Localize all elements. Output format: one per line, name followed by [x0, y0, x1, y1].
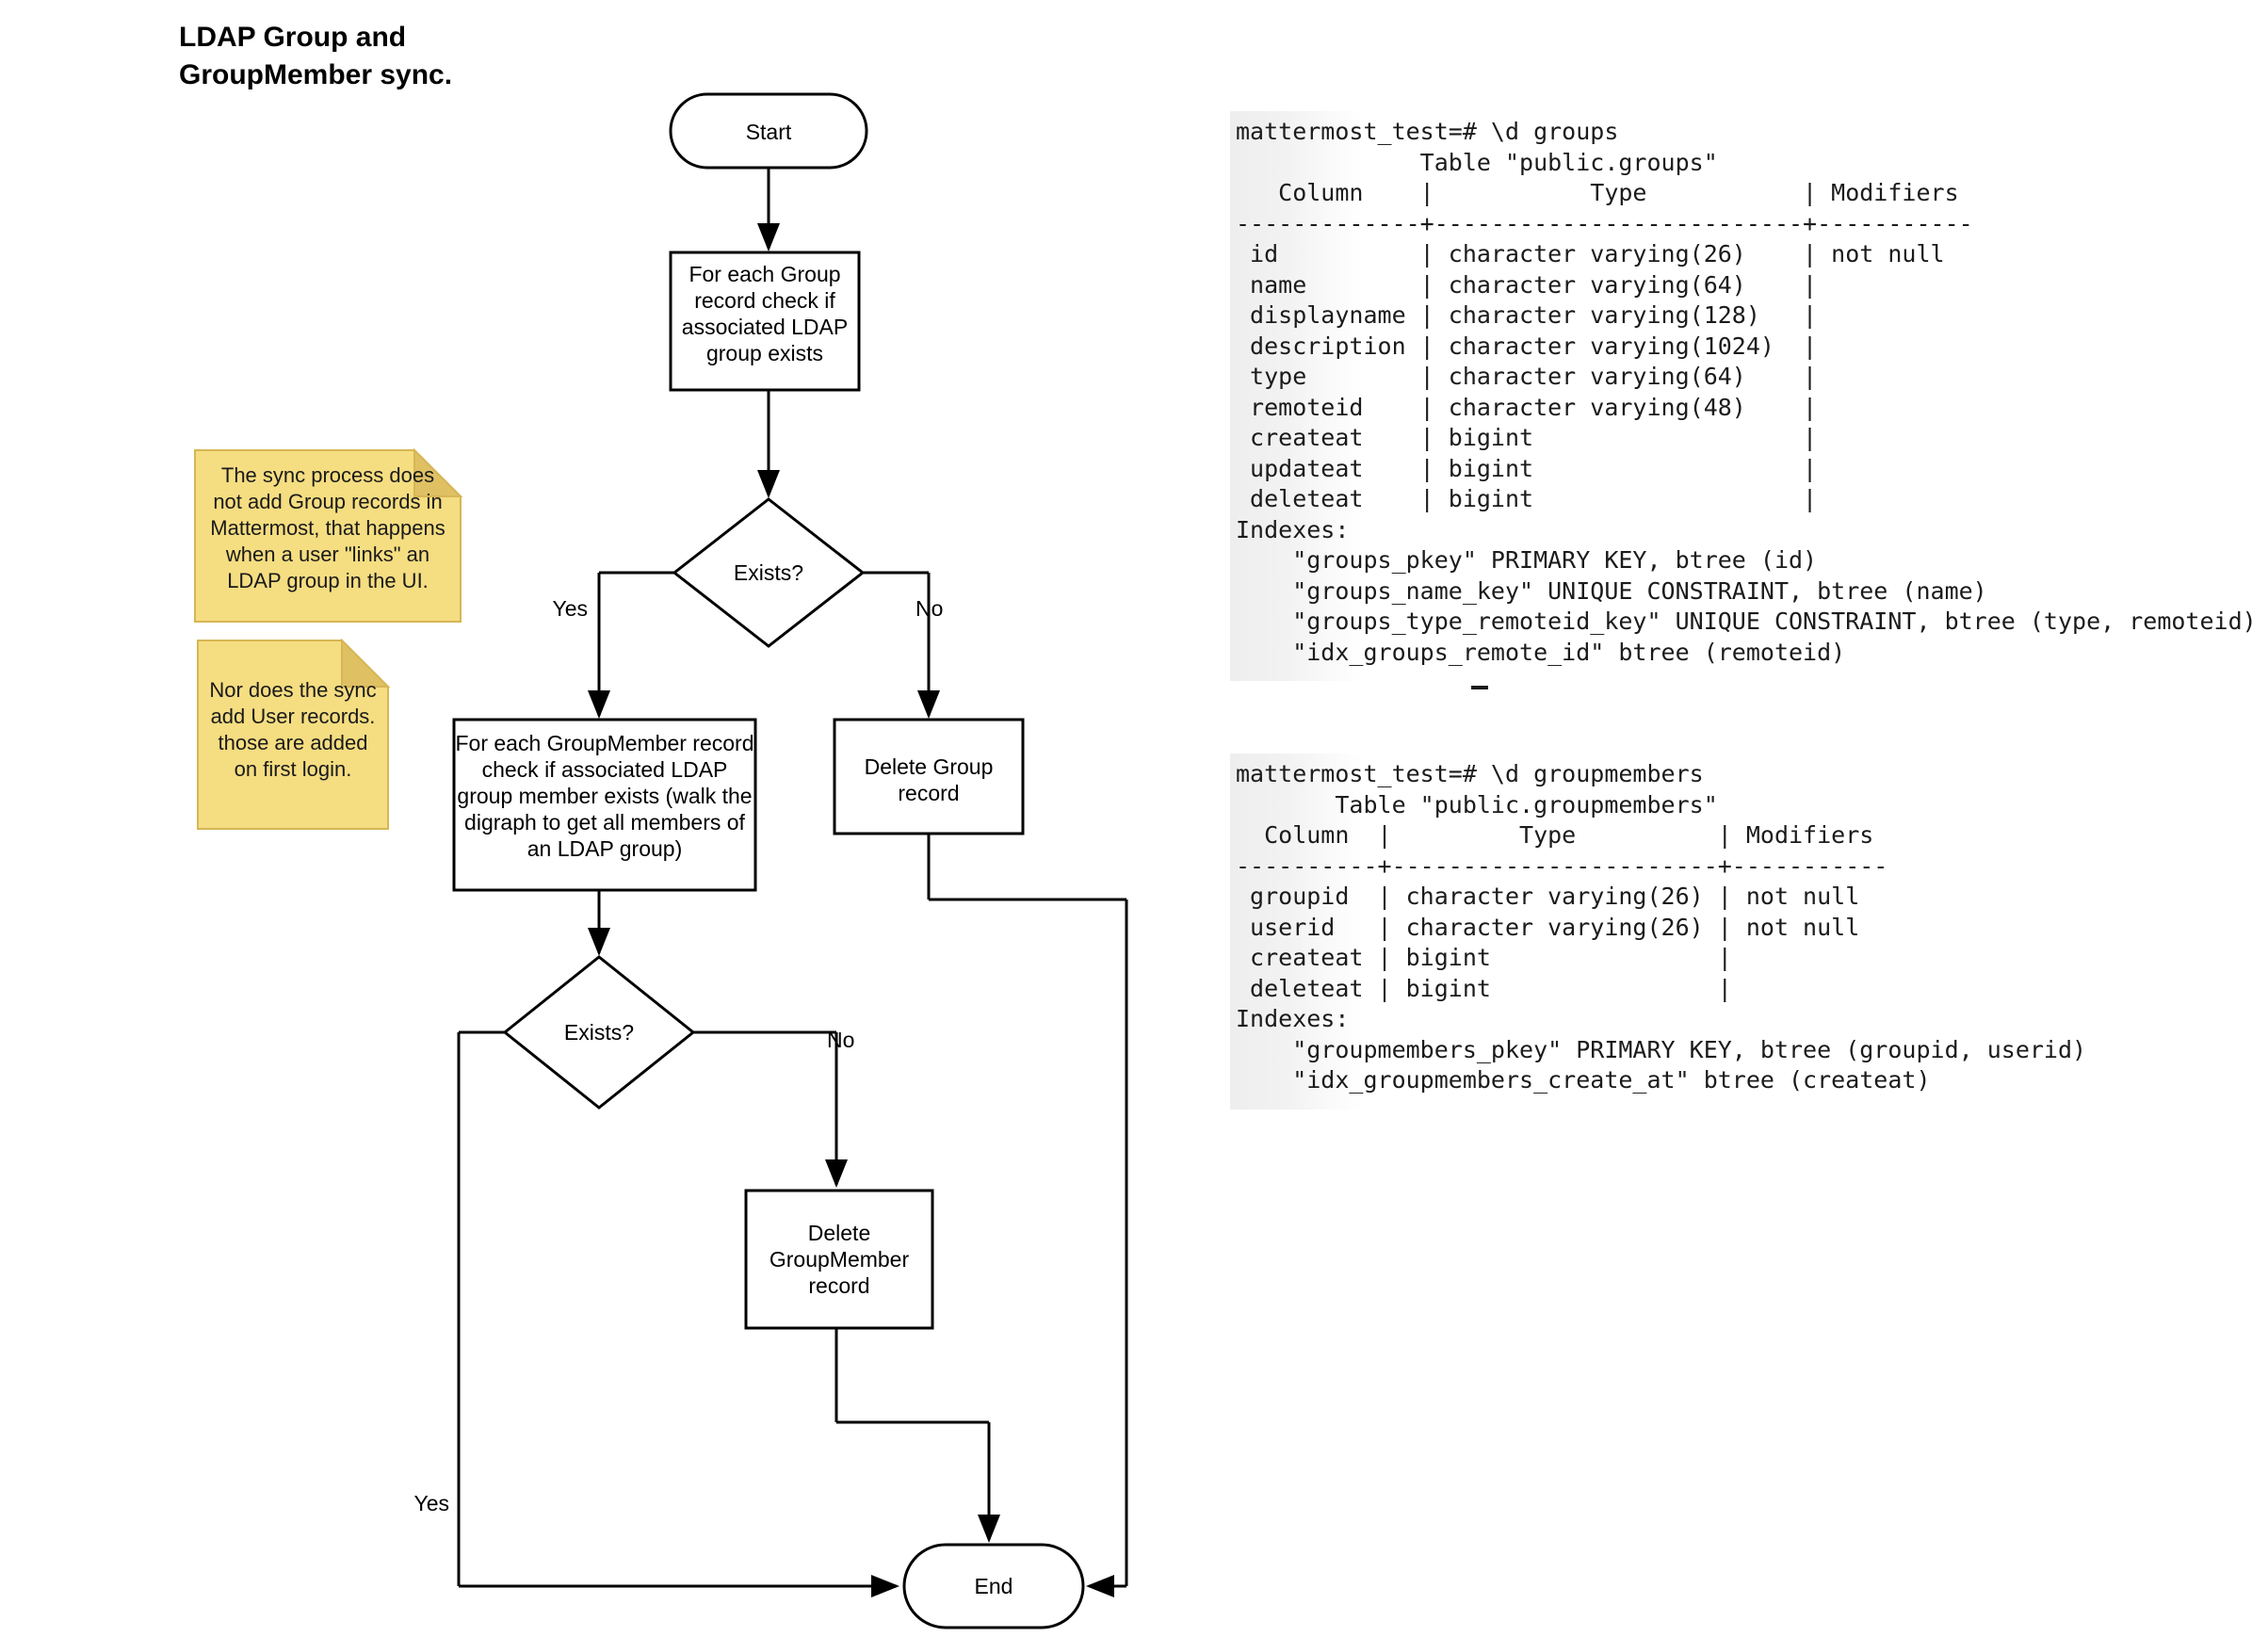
note-sync-user: Nor does the sync add User records. thos…	[197, 638, 391, 830]
page-title: LDAP Group and GroupMember sync.	[179, 22, 453, 90]
node-decision-groupmember-exists[interactable]: Exists?	[502, 955, 696, 1110]
node-end-label: End	[975, 1574, 1013, 1598]
svg-text:digraph to get all members of: digraph to get all members of	[464, 810, 745, 835]
svg-text:record check if: record check if	[694, 288, 835, 313]
edge-label-yes-2: Yes	[413, 1491, 449, 1515]
svg-text:record: record	[808, 1273, 869, 1298]
decision-2-label: Exists?	[564, 1020, 634, 1045]
edge-decision2-no	[693, 1030, 848, 1188]
note-sync-group: The sync process does not add Group reco…	[194, 447, 463, 623]
edge-delete-group-to-end	[927, 834, 1128, 1597]
svg-text:on first login.: on first login.	[235, 757, 352, 781]
decision-1-label: Exists?	[734, 560, 803, 585]
svg-text:Delete: Delete	[808, 1221, 870, 1245]
svg-text:Delete Group: Delete Group	[865, 754, 994, 779]
node-check-groupmember[interactable]: For each GroupMember record check if ass…	[452, 718, 757, 892]
terminal-output-groupmembers: mattermost_test=# \d groupmembers Table …	[1230, 754, 2086, 1110]
edge-label-yes-1: Yes	[552, 596, 588, 621]
svg-text:GroupMember: GroupMember	[770, 1247, 910, 1272]
svg-text:those are added: those are added	[218, 731, 367, 754]
edge-label-no-1: No	[915, 596, 943, 621]
node-delete-group[interactable]: Delete Group record	[833, 718, 1025, 835]
svg-text:when a user "links" an: when a user "links" an	[225, 543, 429, 566]
stray-dash-mark	[1471, 686, 1488, 689]
edge-delete-groupmember-to-end	[834, 1328, 1000, 1543]
svg-text:For each Group: For each Group	[688, 262, 840, 286]
node-delete-groupmember[interactable]: Delete GroupMember record	[744, 1189, 934, 1330]
terminal-output-groups: mattermost_test=# \d groups Table "publi…	[1230, 111, 2257, 681]
svg-text:an LDAP group): an LDAP group)	[527, 836, 683, 861]
svg-text:record: record	[898, 781, 959, 805]
svg-text:LDAP group in the UI.: LDAP group in the UI.	[227, 569, 429, 592]
svg-text:For each GroupMember record: For each GroupMember record	[455, 731, 753, 755]
svg-text:check if associated LDAP: check if associated LDAP	[482, 757, 728, 782]
node-start[interactable]: Start	[669, 92, 868, 170]
svg-text:associated LDAP: associated LDAP	[682, 315, 848, 339]
edge-decision2-yes	[457, 1030, 899, 1597]
svg-text:not add Group records in: not add Group records in	[213, 490, 442, 513]
edge-decision1-yes	[588, 571, 674, 719]
edge-decision1-no	[863, 571, 940, 719]
node-start-label: Start	[746, 120, 792, 144]
node-decision-group-exists[interactable]: Exists?	[672, 497, 866, 648]
svg-text:Mattermost, that happens: Mattermost, that happens	[210, 516, 445, 540]
svg-text:Nor does the sync: Nor does the sync	[209, 678, 376, 702]
svg-text:group exists: group exists	[706, 341, 823, 365]
svg-text:group member exists (walk the: group member exists (walk the	[457, 784, 752, 808]
svg-text:The sync process does: The sync process does	[221, 463, 434, 487]
edge-label-no-2: No	[827, 1028, 854, 1052]
node-end[interactable]: End	[902, 1543, 1085, 1629]
svg-text:add User records.: add User records.	[211, 705, 376, 728]
node-check-group[interactable]: For each Group record check if associate…	[669, 251, 861, 392]
